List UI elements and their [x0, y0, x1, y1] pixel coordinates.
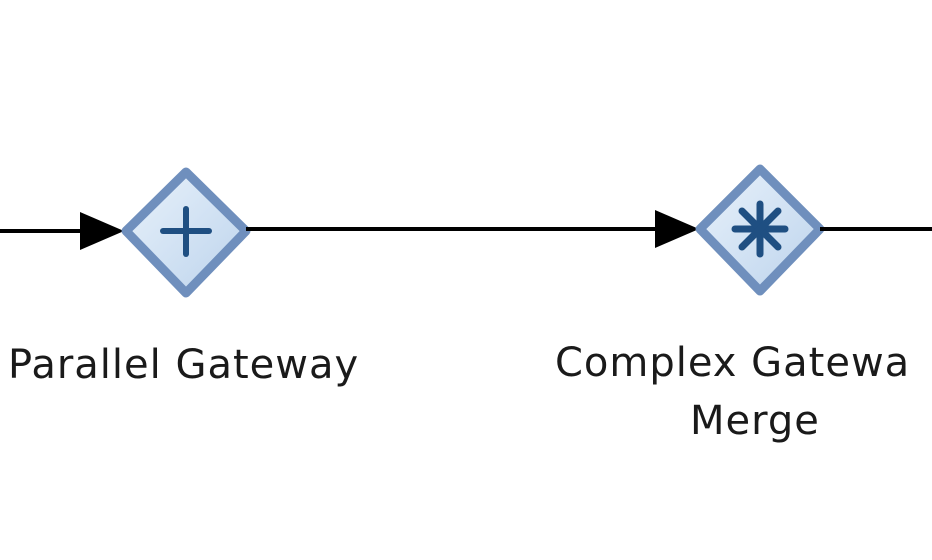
asterisk-icon — [731, 200, 789, 258]
complex-gateway-label-line1: Complex Gatewa — [555, 340, 911, 386]
edge-parallel-to-complex[interactable] — [246, 210, 699, 248]
edge-incoming[interactable] — [0, 212, 124, 250]
plus-icon — [160, 206, 212, 257]
complex-gateway-merge[interactable] — [695, 164, 825, 296]
parallel-gateway[interactable] — [121, 167, 251, 298]
arrowhead-icon — [80, 212, 124, 250]
arrowhead-icon — [655, 210, 699, 248]
parallel-gateway-label: Parallel Gateway — [8, 342, 360, 388]
complex-gateway-label: Complex Gatewa Merge — [555, 340, 932, 444]
complex-gateway-label-line2: Merge — [690, 398, 820, 444]
